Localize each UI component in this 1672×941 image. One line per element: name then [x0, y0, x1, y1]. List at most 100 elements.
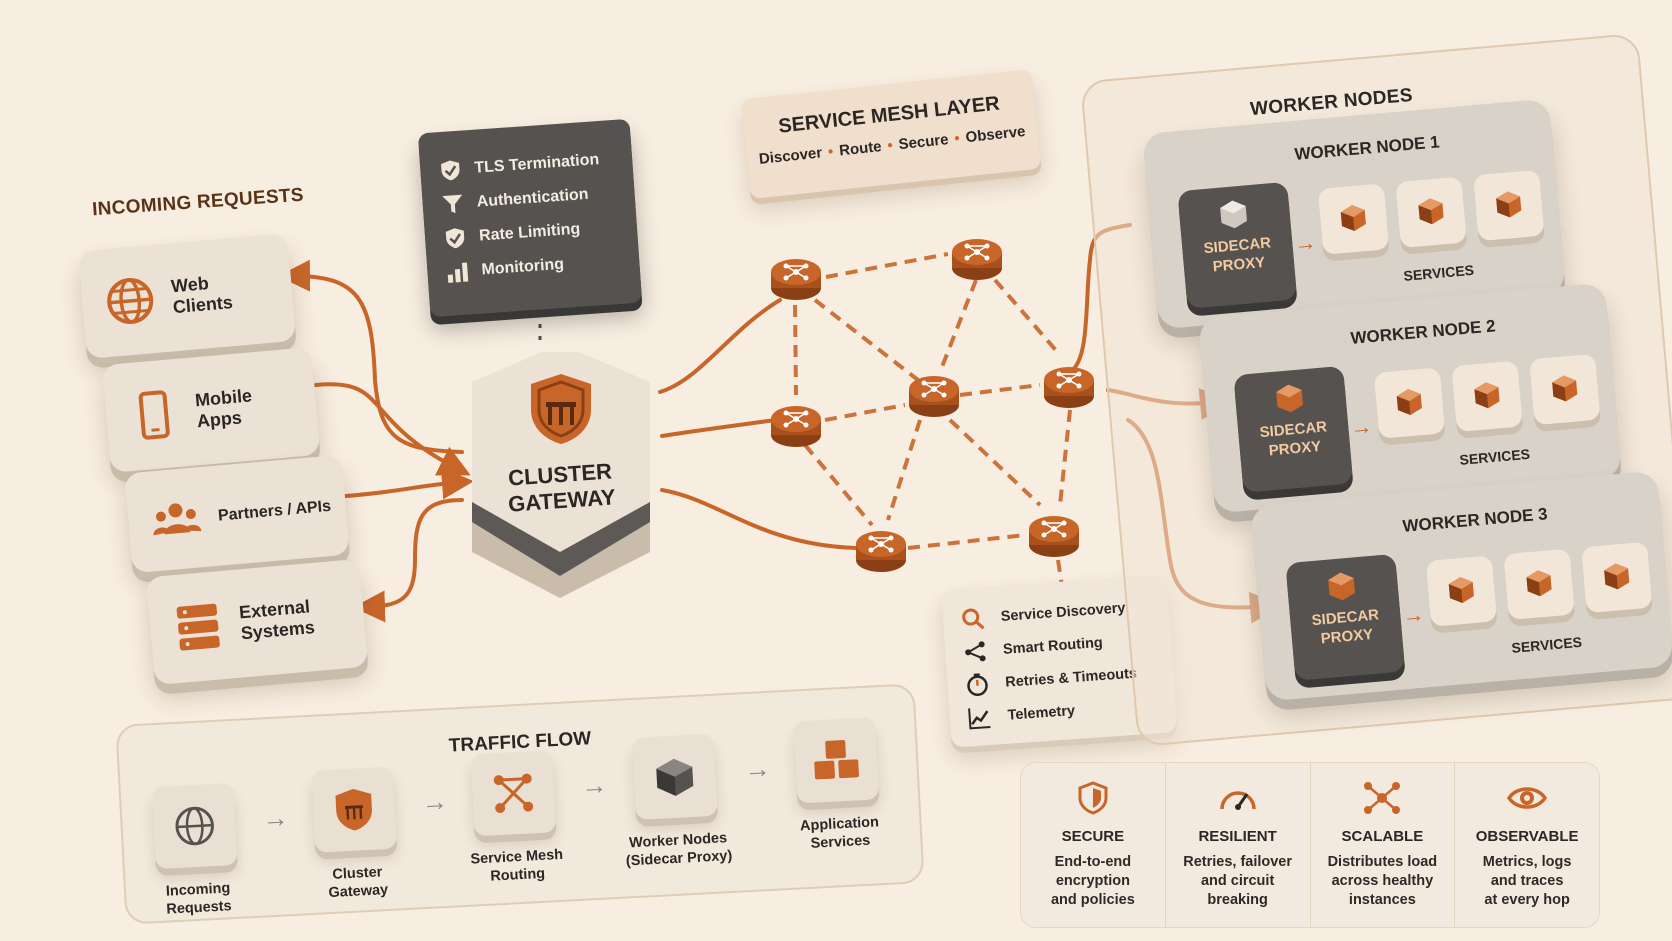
- flow-step-incoming: Incoming Requests: [133, 782, 260, 920]
- gateway-feature-label: TLS Termination: [473, 151, 600, 177]
- flow-step-label: Incoming Requests: [138, 878, 260, 920]
- mesh-link-1-4: [813, 298, 920, 382]
- gateway-feature-monitoring: Monitoring: [444, 244, 622, 290]
- source-web-clients[interactable]: Web Clients: [77, 233, 297, 359]
- service-box[interactable]: [1581, 541, 1653, 614]
- mesh-verb: Observe: [964, 122, 1027, 147]
- flow-step-label: Service Mesh Routing: [456, 845, 578, 887]
- gateway-feature-rate: Rate Limiting: [442, 210, 620, 256]
- service-box[interactable]: [1425, 555, 1498, 627]
- cluster-gateway[interactable]: CLUSTER GATEWAY: [458, 344, 664, 602]
- server-icon: [176, 603, 220, 651]
- property-secure: SECURE End-to-end encryption and policie…: [1021, 763, 1166, 927]
- mesh-feature-label: Telemetry: [1007, 702, 1076, 724]
- flow-tile: [470, 750, 557, 837]
- proxy-arrow: →: [1349, 413, 1374, 441]
- mesh-node-icon: [952, 239, 1002, 280]
- mesh-link-1-3: [793, 304, 798, 396]
- mesh-feature-label: Retries & Timeouts: [1004, 665, 1138, 691]
- service-box[interactable]: [1473, 169, 1545, 242]
- proxy-arrow: →: [1293, 229, 1318, 257]
- source-label: Partners / APIs: [217, 497, 332, 525]
- service-cube-icon: [1552, 375, 1578, 402]
- property-title: SCALABLE: [1341, 828, 1424, 845]
- mesh-verb: Route: [838, 138, 883, 160]
- mesh-verb: Secure: [897, 131, 950, 154]
- service-box[interactable]: [1317, 183, 1390, 255]
- cube-icon: [656, 758, 694, 796]
- mesh-node-icon: [1029, 516, 1079, 557]
- flow-step-label: Cluster Gateway: [297, 861, 419, 903]
- mesh-node-icon: [771, 259, 821, 300]
- source-label: External Systems: [238, 596, 316, 644]
- service-box[interactable]: [1503, 548, 1575, 621]
- mesh-feature-telemetry: Telemetry: [967, 688, 1159, 734]
- property-desc-line: and circuit: [1200, 873, 1275, 889]
- source-mobile-apps[interactable]: Mobile Apps: [101, 347, 321, 473]
- shield-gate-icon: [531, 374, 591, 444]
- property-desc: Metrics, logs and traces at every hop: [1455, 853, 1599, 910]
- mesh-node-5[interactable]: [1040, 356, 1098, 414]
- mesh-link-2-4: [938, 279, 978, 373]
- service-cube-icon: [1526, 570, 1552, 597]
- mesh-link-6-7: [907, 533, 1026, 550]
- source-label: Web Clients: [170, 273, 234, 318]
- service-box[interactable]: [1529, 353, 1601, 426]
- timer-icon: [967, 672, 988, 696]
- service-cube-icon: [1604, 563, 1630, 590]
- mesh-link-3-4: [824, 403, 906, 422]
- property-desc-line: Distributes load: [1327, 854, 1438, 870]
- wire-partners-to-gateway: [344, 467, 474, 500]
- incoming-requests-title: INCOMING REQUESTS: [91, 184, 305, 221]
- separator-dot: •: [827, 143, 835, 161]
- phone-icon: [138, 390, 170, 440]
- gateway-feature-label: Monitoring: [480, 255, 565, 279]
- users-icon: [153, 503, 202, 536]
- service-cube-icon: [1396, 389, 1422, 416]
- source-external-systems[interactable]: External Systems: [145, 558, 369, 686]
- mesh-link-4-6: [886, 419, 922, 521]
- mesh-node-1[interactable]: [767, 248, 825, 306]
- mesh-link-2-5: [993, 278, 1062, 357]
- services-label: SERVICES: [1458, 445, 1531, 468]
- cubes-icon: [814, 740, 859, 780]
- source-label: Mobile Apps: [194, 385, 253, 432]
- property-desc-line: encryption: [1055, 873, 1130, 889]
- property-desc-line: and policies: [1050, 892, 1135, 908]
- mesh-node-7[interactable]: [1025, 505, 1083, 563]
- mesh-link-3-6: [803, 443, 874, 527]
- flow-step-services: Application Services: [774, 716, 901, 854]
- wire-mobile-to-gateway: [314, 382, 471, 476]
- flow-step-label: Application Services: [779, 812, 901, 854]
- source-partners-apis[interactable]: Partners / APIs: [124, 454, 350, 574]
- property-desc-line: breaking: [1207, 892, 1268, 908]
- mesh-node-2[interactable]: [948, 228, 1006, 286]
- wire-gateway-to-mesh-c: [660, 488, 858, 550]
- property-desc-line: instances: [1348, 892, 1416, 908]
- service-box[interactable]: [1373, 367, 1446, 439]
- property-desc: End-to-end encryption and policies: [1021, 853, 1165, 910]
- globe-icon: [107, 277, 154, 324]
- share-icon: [965, 640, 986, 661]
- service-box[interactable]: [1395, 176, 1467, 249]
- gauge-icon: [1219, 791, 1256, 810]
- separator-dot: •: [886, 136, 894, 155]
- flow-step-label: Worker Nodes (Sidecar Proxy): [618, 829, 740, 871]
- gateway-feature-auth: Authentication: [440, 176, 618, 222]
- mesh-icon: [493, 773, 534, 814]
- search-icon: [962, 608, 985, 629]
- mesh-node-4[interactable]: [905, 365, 963, 423]
- mesh-feature-label: Service Discovery: [1000, 599, 1126, 625]
- service-cube-icon: [1340, 205, 1366, 232]
- funnel-icon: [442, 194, 463, 214]
- service-box[interactable]: [1451, 360, 1523, 433]
- mesh-node-3[interactable]: [767, 395, 825, 453]
- mesh-link-4-5: [959, 383, 1041, 397]
- mesh-node-6[interactable]: [852, 520, 910, 578]
